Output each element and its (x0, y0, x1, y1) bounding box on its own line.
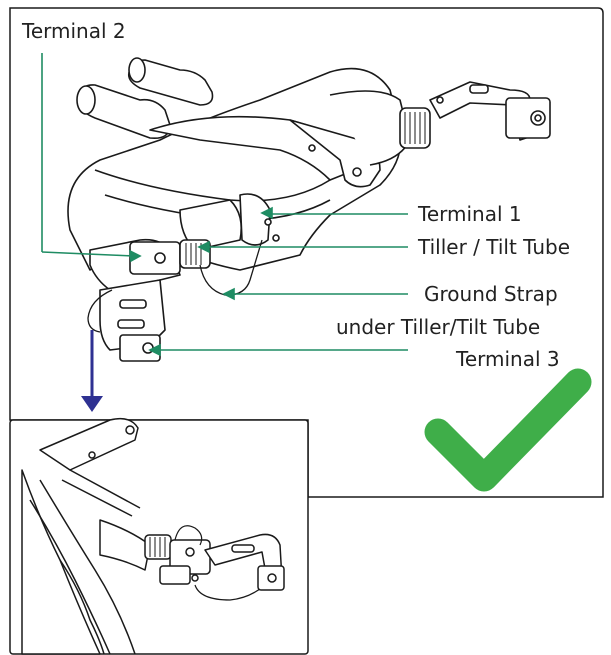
tiller-bracket-drawing (67, 57, 551, 362)
label-terminal-2: Terminal 2 (21, 19, 126, 43)
terminal-1-arrowhead (260, 206, 273, 220)
label-terminal-3: Terminal 3 (455, 347, 560, 371)
down-arrow-icon (81, 330, 103, 412)
ground-strap-arrowhead (222, 287, 235, 301)
inset-detail-drawing (21, 417, 285, 655)
leader-lines (41, 53, 408, 357)
terminal-3-arrowhead (148, 343, 161, 357)
label-tiller-tilt-tube: Tiller / Tilt Tube (417, 235, 570, 259)
label-under-tiller: under Tiller/Tilt Tube (336, 315, 540, 339)
label-terminal-1: Terminal 1 (417, 202, 522, 226)
checkmark-icon (424, 368, 592, 492)
tiller-arrowhead (197, 240, 210, 254)
terminal-2-arrowhead (129, 249, 142, 263)
label-ground-strap: Ground Strap (424, 282, 558, 306)
